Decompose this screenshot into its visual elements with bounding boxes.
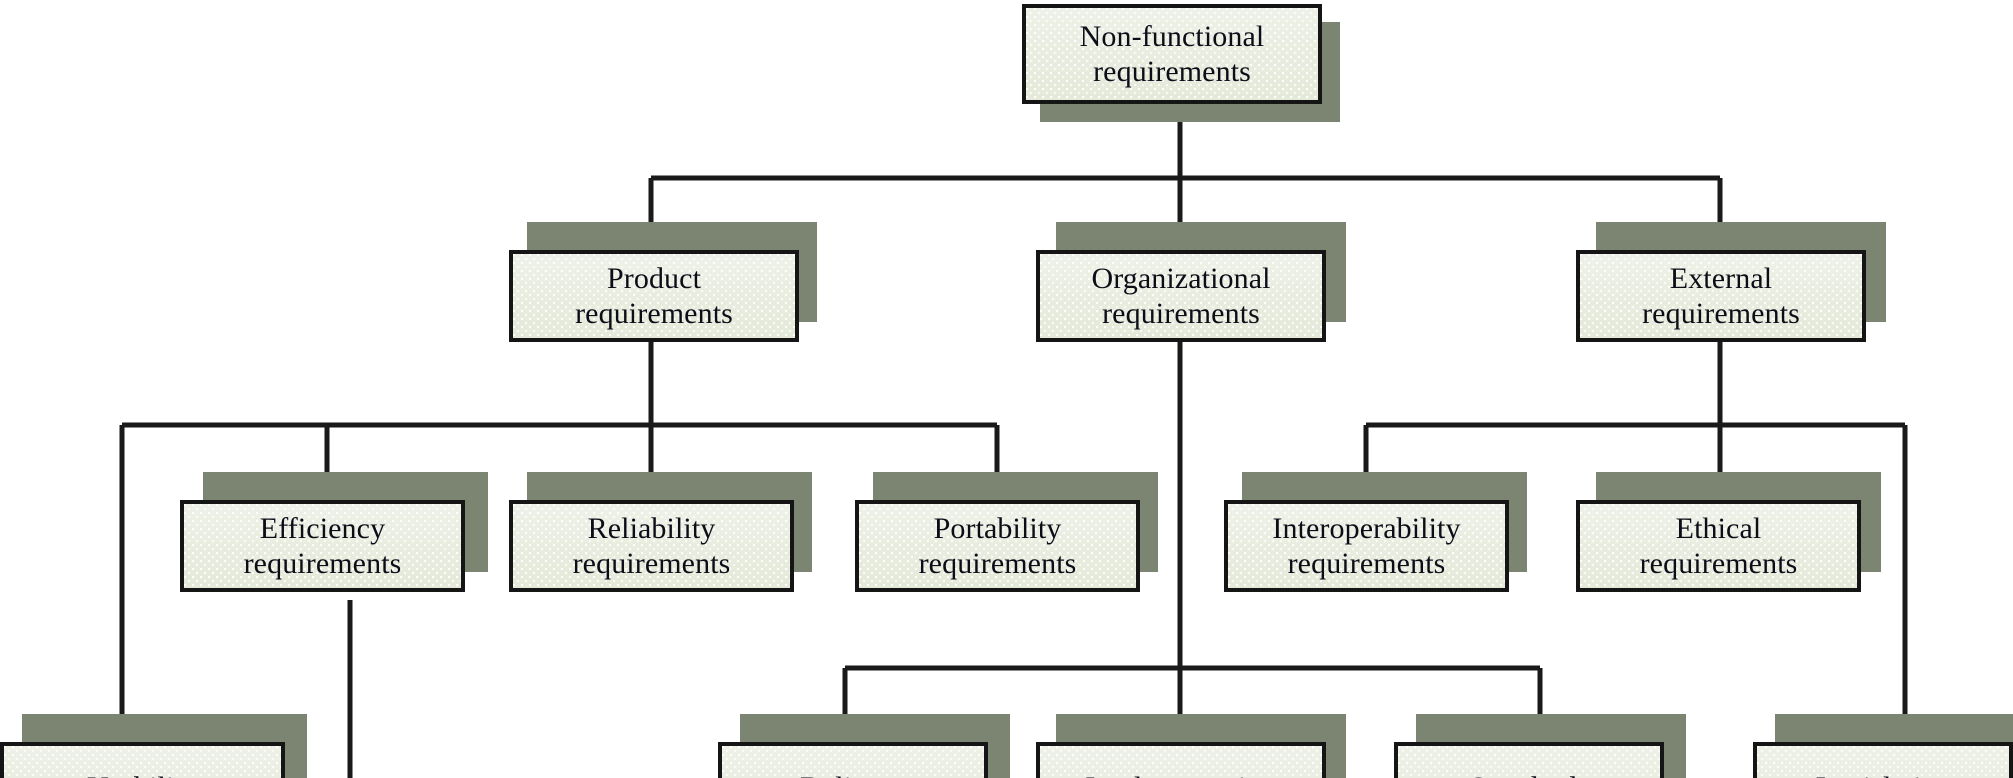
node-portability-requirements[interactable]: Portability requirements bbox=[855, 500, 1140, 592]
node-label-line1: Portability bbox=[933, 511, 1062, 545]
node-non-functional-requirements[interactable]: Non-functional requirements bbox=[1022, 4, 1322, 104]
node-organizational-requirements[interactable]: Organizational requirements bbox=[1036, 250, 1326, 342]
node-label-line2: requirements bbox=[1287, 547, 1446, 580]
node-implementation[interactable]: Implementation bbox=[1036, 742, 1326, 778]
node-ethical-requirements[interactable]: Ethical requirements bbox=[1576, 500, 1861, 592]
node-reliability-requirements[interactable]: Reliability requirements bbox=[509, 500, 794, 592]
node-label-line1: Product bbox=[606, 261, 702, 295]
node-label-line2: requirements bbox=[918, 547, 1077, 580]
node-label-line1: Reliability bbox=[587, 511, 716, 545]
node-label-line2: requirements bbox=[243, 547, 402, 580]
node-efficiency-requirements[interactable]: Efficiency requirements bbox=[180, 500, 465, 592]
node-label-line1: Organizational bbox=[1091, 261, 1271, 295]
node-label-line1: Efficiency bbox=[259, 511, 386, 545]
node-label-line2: requirements bbox=[572, 547, 731, 580]
node-label-line1: Legislative bbox=[1816, 770, 1950, 778]
node-label-line1: Interoperability bbox=[1272, 511, 1461, 545]
node-label-line2: requirements bbox=[1642, 297, 1800, 330]
node-label-line1: Ethical bbox=[1675, 511, 1762, 545]
node-label-line2: requirements bbox=[575, 297, 733, 330]
node-label-line1: Implementation bbox=[1085, 770, 1276, 778]
node-delivery[interactable]: Delivery bbox=[718, 742, 988, 778]
node-product-requirements[interactable]: Product requirements bbox=[509, 250, 799, 342]
node-label-line2: requirements bbox=[1093, 55, 1251, 88]
node-label-line1: Standards bbox=[1469, 770, 1588, 778]
node-label-line1: External bbox=[1669, 261, 1773, 295]
node-interoperability-requirements[interactable]: Interoperability requirements bbox=[1224, 500, 1509, 592]
node-label-line2: requirements bbox=[1639, 547, 1798, 580]
node-label-line2: requirements bbox=[1102, 297, 1260, 330]
node-standards[interactable]: Standards bbox=[1394, 742, 1664, 778]
node-external-requirements[interactable]: External requirements bbox=[1576, 250, 1866, 342]
node-legislative[interactable]: Legislative bbox=[1753, 742, 2013, 778]
node-label-line1: Delivery bbox=[800, 770, 906, 778]
node-label-line1: Non-functional bbox=[1079, 19, 1265, 53]
node-usability[interactable]: Usability bbox=[0, 742, 285, 778]
node-label-line1: Usability bbox=[87, 770, 198, 778]
